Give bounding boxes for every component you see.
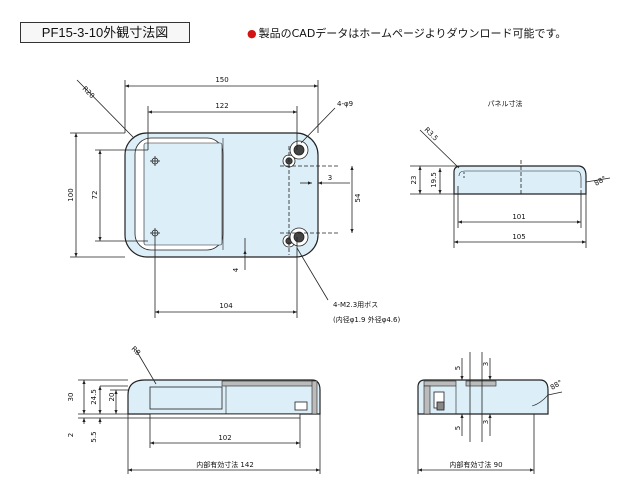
panel-dim-23: 23 bbox=[410, 176, 418, 185]
side-view-hatched-wall bbox=[423, 380, 457, 387]
drawing-title: PF15-3-10外観寸法図 bbox=[20, 22, 190, 43]
front-dim-20: 20 bbox=[108, 393, 116, 402]
front-view bbox=[78, 349, 321, 474]
dim-4: 4 bbox=[232, 267, 240, 272]
panel-view-title: パネル寸法 bbox=[488, 99, 523, 108]
front-view-hatched-wall bbox=[221, 380, 317, 387]
panel-view bbox=[410, 129, 611, 248]
front-view-labels: R8 30 24.5 20 2 5.5 102 内部有効寸法 142 bbox=[67, 345, 254, 469]
dim-150: 150 bbox=[215, 76, 228, 84]
mounting-hole-top-left bbox=[150, 156, 160, 166]
side-view-labels: 5 3 3 5 88° 内部有効寸法 90 bbox=[449, 362, 563, 469]
panel-angle-label: 88° bbox=[593, 175, 608, 188]
side-view-body bbox=[417, 379, 549, 415]
panel-dim-19-5: 19.5 bbox=[430, 172, 438, 188]
boss-sub-label: (内径φ1.9 外径φ4.6) bbox=[333, 315, 400, 324]
front-dim-2: 2 bbox=[67, 433, 75, 437]
side-dim-3-top: 3 bbox=[482, 362, 490, 366]
bullet-dot-icon: ● bbox=[247, 27, 257, 40]
front-dim-102: 102 bbox=[218, 434, 231, 442]
cad-download-notice: ●製品のCADデータはホームページよりダウンロード可能です。 bbox=[247, 25, 566, 41]
front-radius-label: R8 bbox=[130, 345, 142, 357]
side-inner-label: 内部有効寸法 90 bbox=[449, 460, 502, 469]
side-dim-5-bottom: 5 bbox=[454, 426, 462, 430]
dim-72: 72 bbox=[91, 191, 99, 200]
top-view-panel-inner bbox=[143, 142, 223, 246]
side-dim-3-bottom: 3 bbox=[482, 420, 490, 424]
panel-dim-105: 105 bbox=[512, 233, 525, 241]
hole-label: 4-φ9 bbox=[337, 100, 353, 108]
front-dim-24-5: 24.5 bbox=[90, 389, 98, 405]
dim-54: 54 bbox=[354, 193, 362, 202]
dim-100: 100 bbox=[67, 188, 75, 201]
front-inner-label: 内部有効寸法 142 bbox=[196, 460, 254, 469]
top-view bbox=[70, 79, 354, 318]
radius-r20-label: R20 bbox=[81, 85, 96, 100]
dim-3: 3 bbox=[328, 174, 332, 182]
side-view bbox=[417, 352, 563, 474]
panel-radius-label: R3.5 bbox=[423, 126, 440, 143]
notice-text: 製品のCADデータはホームページよりダウンロード可能です。 bbox=[258, 27, 567, 40]
panel-body bbox=[453, 165, 587, 195]
side-angle-label: 88° bbox=[549, 379, 564, 392]
front-dim-5-5: 5.5 bbox=[90, 431, 98, 442]
dim-104: 104 bbox=[219, 302, 233, 310]
front-dim-30: 30 bbox=[67, 393, 75, 402]
dim-122: 122 bbox=[215, 102, 228, 110]
mounting-hole-bottom-left bbox=[150, 228, 160, 238]
boss-label: 4-M2.3用ボス bbox=[333, 301, 378, 309]
panel-dim-101: 101 bbox=[512, 213, 525, 221]
side-dim-5-top: 5 bbox=[454, 366, 462, 370]
